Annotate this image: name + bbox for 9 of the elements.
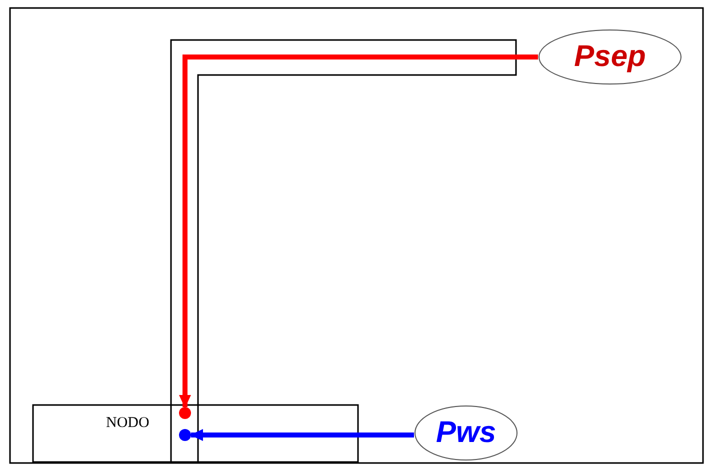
pressure-ellipse xyxy=(414,405,518,461)
node-dot xyxy=(179,407,191,419)
arrow xyxy=(179,54,538,408)
node-label: NODO xyxy=(106,415,150,432)
pressure-label: Psep xyxy=(574,40,646,74)
arrow xyxy=(190,429,414,441)
node-dot xyxy=(179,429,191,441)
pressure-label: Pws xyxy=(436,416,496,450)
pressure-ellipse xyxy=(538,29,682,85)
